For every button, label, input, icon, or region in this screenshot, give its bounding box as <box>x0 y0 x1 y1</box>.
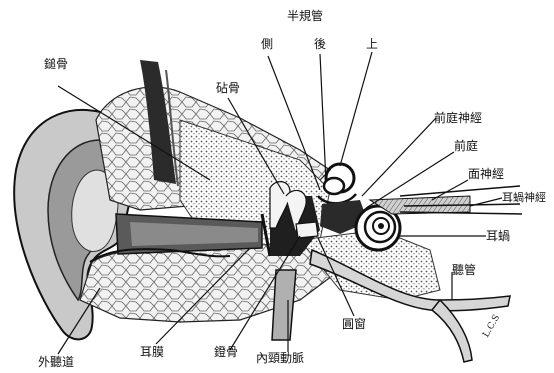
label-facial-nerve: 面神經 <box>468 168 504 180</box>
label-eardrum: 耳膜 <box>140 346 164 358</box>
label-cochlear-nerve: 耳蝸神經 <box>502 192 546 203</box>
label-eustachian-tube: 聽管 <box>452 264 476 276</box>
label-cochlea: 耳蝸 <box>486 230 510 242</box>
ossicles-stapes <box>296 222 318 238</box>
label-stapes: 鐙骨 <box>214 346 238 358</box>
label-round-window: 圓窗 <box>342 318 366 330</box>
label-vestibule: 前庭 <box>454 140 478 152</box>
label-internal-carotid-artery: 內頸動脈 <box>256 352 304 364</box>
label-posterior: 後 <box>314 38 326 50</box>
semicircular-canal-posterior <box>324 178 344 194</box>
label-malleus: 鎚骨 <box>44 58 68 70</box>
label-external-auditory-canal: 外聽道 <box>38 356 74 368</box>
label-vestibular-nerve: 前庭神經 <box>434 112 482 124</box>
label-lateral: 側 <box>261 38 273 50</box>
carotid-artery-tube <box>272 270 296 340</box>
label-semicircular-canals: 半規管 <box>287 10 323 22</box>
label-incus: 砧骨 <box>216 82 240 94</box>
label-superior: 上 <box>366 38 378 50</box>
